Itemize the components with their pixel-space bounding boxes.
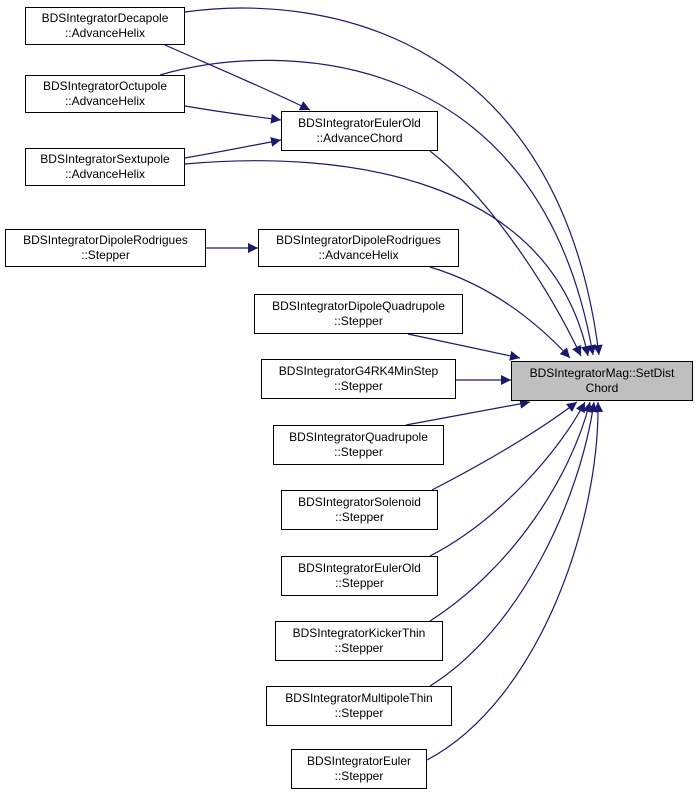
node-label-line1: BDSIntegratorOctupole	[42, 79, 168, 93]
graph-node-sextupole-advancehelix[interactable]: BDSIntegratorSextupole ::AdvanceHelix	[25, 148, 185, 186]
edge-decapole-to-target	[184, 7, 603, 356]
graph-node-target: BDSIntegratorMag::SetDist Chord	[511, 361, 693, 401]
node-label-line1: BDSIntegratorG4RK4MinStep	[278, 364, 439, 378]
node-label-line2: ::Stepper	[334, 641, 384, 655]
node-label-line2: ::Stepper	[334, 769, 384, 783]
graph-node-euler-stepper[interactable]: BDSIntegratorEuler ::Stepper	[291, 749, 427, 789]
node-label-line2: ::Stepper	[334, 314, 383, 328]
edge-solenoid-to-target	[431, 401, 578, 491]
graph-node-dipolequadrupole-stepper[interactable]: BDSIntegratorDipoleQuadrupole ::Stepper	[254, 294, 463, 334]
node-label-line2: ::Stepper	[334, 706, 384, 720]
graph-node-eulerold-advancechord[interactable]: BDSIntegratorEulerOld ::AdvanceChord	[281, 111, 438, 151]
node-label-line2: ::AdvanceHelix	[64, 167, 146, 181]
graph-node-octupole-advancehelix[interactable]: BDSIntegratorOctupole ::AdvanceHelix	[25, 75, 185, 113]
node-label-line1: BDSIntegratorMultipoleThin	[285, 691, 433, 705]
edge-sextupole-to-eulerold	[184, 136, 282, 159]
node-label-line1: BDSIntegratorDipoleRodrigues	[276, 233, 441, 247]
edge-octupole-to-eulerold	[184, 105, 282, 124]
node-label-line1: BDSIntegratorEulerOld	[298, 116, 421, 130]
node-label-line2: ::Stepper	[335, 510, 384, 524]
node-label-line1: BDSIntegratorDecapole	[41, 11, 169, 25]
graph-node-multipolethin-stepper[interactable]: BDSIntegratorMultipoleThin ::Stepper	[266, 686, 452, 726]
edge-octupole-to-target	[159, 59, 597, 356]
edge-sextupole-to-target	[184, 160, 591, 357]
edge-euler-to-target	[426, 401, 604, 761]
node-label-line1: BDSIntegratorEuler	[306, 754, 412, 768]
graph-node-dipolerodrigues-advancehelix[interactable]: BDSIntegratorDipoleRodrigues ::AdvanceHe…	[258, 229, 459, 267]
edge-eulerold-to-target	[429, 150, 582, 357]
edge-multipolethin-to-target	[429, 401, 598, 687]
graph-node-dipolerodrigues-stepper[interactable]: BDSIntegratorDipoleRodrigues ::Stepper	[5, 229, 206, 267]
node-label-line2: Chord	[585, 381, 619, 395]
graph-node-kickerthin-stepper[interactable]: BDSIntegratorKickerThin ::Stepper	[275, 621, 443, 661]
node-label-line1: BDSIntegratorSolenoid	[298, 495, 421, 509]
edge-decapole-to-eulerold	[164, 44, 311, 111]
node-label-line2: ::AdvanceHelix	[64, 26, 146, 40]
node-label-line2: ::Stepper	[335, 576, 384, 590]
node-label-line1: BDSIntegratorSextupole	[40, 152, 170, 166]
edge-dipolequad-to-target	[407, 333, 521, 361]
edge-eulerold-stepper-to-target	[429, 401, 586, 557]
graph-node-decapole-advancehelix[interactable]: BDSIntegratorDecapole ::AdvanceHelix	[25, 7, 185, 45]
graph-node-solenoid-stepper[interactable]: BDSIntegratorSolenoid ::Stepper	[281, 490, 438, 530]
node-label-line2: ::AdvanceHelix	[64, 94, 146, 108]
graph-node-eulerold-stepper[interactable]: BDSIntegratorEulerOld ::Stepper	[281, 556, 438, 596]
node-label-line1: BDSIntegratorDipoleQuadrupole	[272, 299, 445, 313]
node-label-line2: ::AdvanceHelix	[318, 248, 399, 262]
edge-dipolerod-advhelix-to-target	[429, 266, 571, 359]
node-label-line1: BDSIntegratorQuadrupole	[289, 430, 428, 444]
graph-node-quadrupole-stepper[interactable]: BDSIntegratorQuadrupole ::Stepper	[273, 425, 444, 465]
node-label-line1: BDSIntegratorKickerThin	[292, 626, 426, 640]
edge-quadrupole-to-target	[405, 398, 531, 426]
node-label-line1: BDSIntegratorMag::SetDist	[529, 366, 675, 380]
node-label-line1: BDSIntegratorDipoleRodrigues	[23, 233, 188, 247]
node-label-line2: ::AdvanceChord	[316, 131, 403, 145]
node-label-line2: ::Stepper	[81, 248, 130, 262]
node-label-line2: ::Stepper	[334, 445, 383, 459]
node-label-line2: ::Stepper	[334, 379, 383, 393]
node-label-line1: BDSIntegratorEulerOld	[298, 561, 421, 575]
edge-kickerthin-to-target	[429, 401, 593, 622]
graph-node-g4rk4minstep-stepper[interactable]: BDSIntegratorG4RK4MinStep ::Stepper	[261, 359, 456, 399]
